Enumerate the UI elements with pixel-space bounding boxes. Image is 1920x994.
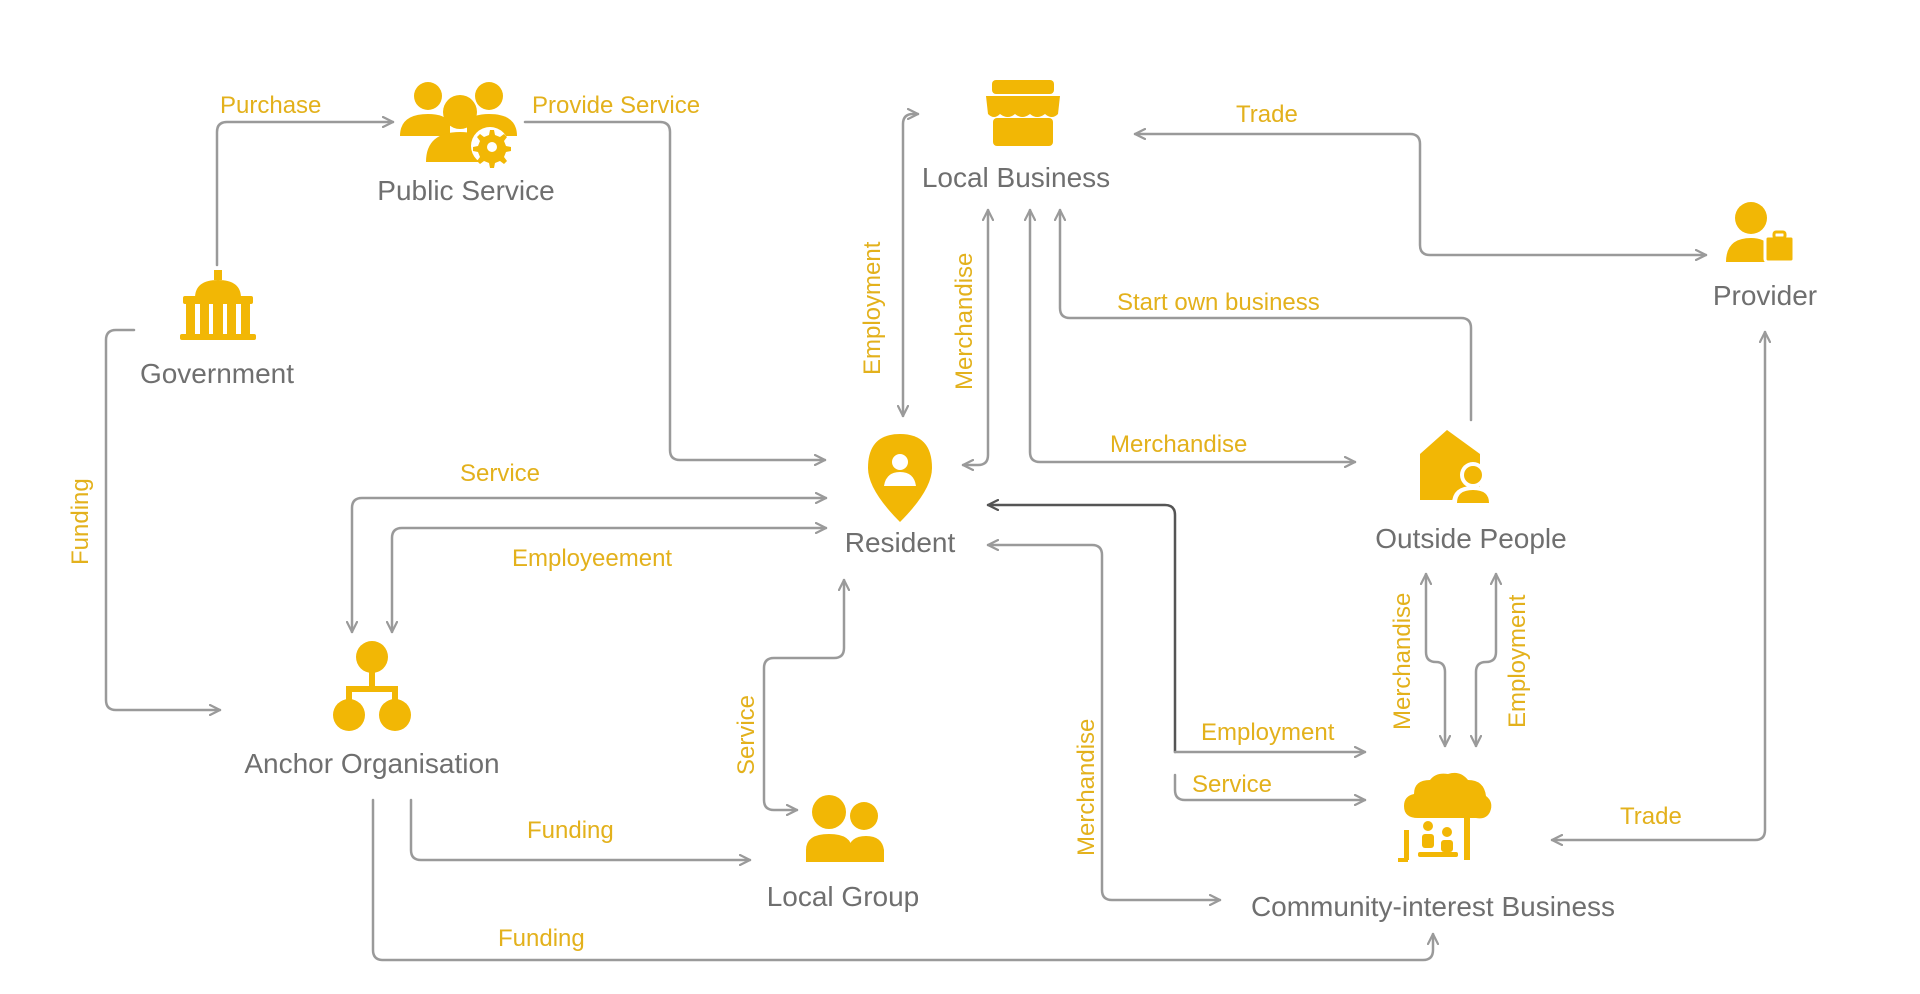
node-label-public-service: Public Service xyxy=(377,175,554,206)
edge-cib-to-resident xyxy=(986,505,1177,754)
edge-funding-cib xyxy=(371,798,1433,962)
node-label-outside-people: Outside People xyxy=(1375,523,1566,554)
node-label-local-group: Local Group xyxy=(767,881,920,912)
edge-label-funding-left: Funding xyxy=(67,478,94,565)
node-label-resident: Resident xyxy=(845,527,956,558)
edge-provide-service xyxy=(523,120,827,460)
node-community-interest-business: Community-interest Business xyxy=(1251,772,1615,922)
org-hierarchy-icon xyxy=(333,641,411,731)
edge-label-employeement-anchor: Employeement xyxy=(512,545,672,572)
edge-label-merchandise-resident-business: Merchandise xyxy=(951,253,978,390)
node-local-group: Local Group xyxy=(767,795,920,912)
edge-funding-left xyxy=(104,328,222,710)
edge-label-service-cib: Service xyxy=(1192,771,1272,798)
edge-label-merchandise-business-outside: Merchandise xyxy=(1110,431,1247,458)
edge-employeement-anchor xyxy=(392,528,828,634)
edge-label-funding-cib: Funding xyxy=(498,925,585,952)
edge-merchandise-resident-cib xyxy=(986,545,1222,900)
edge-label-employment-cib: Employment xyxy=(1201,719,1335,746)
edge-service-local-group xyxy=(762,578,844,810)
house-person-icon xyxy=(1420,430,1494,504)
edge-label-service-anchor: Service xyxy=(460,460,540,487)
edge-label-trade-bottom: Trade xyxy=(1620,803,1682,830)
edge-label-merchandise-outside-cib: Merchandise xyxy=(1389,593,1416,730)
edge-purchase xyxy=(215,122,395,267)
location-pin-person-icon xyxy=(868,434,932,522)
edge-service-cib xyxy=(1173,773,1367,800)
node-resident: Resident xyxy=(845,434,956,558)
edge-merchandise-business-outside xyxy=(1030,208,1357,462)
node-label-provider: Provider xyxy=(1713,280,1817,311)
edge-label-employment-outside-cib: Employment xyxy=(1504,594,1531,728)
edge-merchandise-resident-business xyxy=(961,208,988,465)
edge-label-purchase: Purchase xyxy=(220,92,321,119)
edge-label-trade-top: Trade xyxy=(1236,101,1298,128)
node-label-community-interest-business: Community-interest Business xyxy=(1251,891,1615,922)
edge-funding-local-group xyxy=(409,798,752,860)
group-icon xyxy=(806,795,884,862)
people-gear-icon xyxy=(400,82,517,168)
node-public-service: Public Service xyxy=(377,82,555,206)
edge-label-service-local-group: Service xyxy=(733,695,760,775)
edge-service-anchor xyxy=(352,498,828,634)
edge-label-provide-service: Provide Service xyxy=(532,92,700,119)
edge-label-funding-local-group: Funding xyxy=(527,817,614,844)
edge-label-employment-resident-business: Employment xyxy=(859,241,886,375)
edge-trade-top xyxy=(1133,134,1708,255)
edge-employment-outside-cib xyxy=(1476,572,1496,748)
edge-merchandise-outside-cib xyxy=(1426,572,1445,748)
person-briefcase-icon xyxy=(1726,202,1796,264)
edge-label-start-own-business: Start own business xyxy=(1117,289,1320,316)
edge-employment-resident-business xyxy=(903,114,920,418)
node-anchor-organisation: Anchor Organisation xyxy=(244,641,500,779)
community-tree-icon xyxy=(1398,772,1492,862)
node-local-business: Local Business xyxy=(922,80,1110,193)
node-outside-people: Outside People xyxy=(1375,430,1567,554)
government-building-icon xyxy=(180,270,256,340)
node-provider: Provider xyxy=(1713,202,1817,311)
node-label-government: Government xyxy=(140,358,294,389)
storefront-icon xyxy=(986,80,1060,146)
edge-trade-bottom xyxy=(1550,330,1765,840)
node-label-anchor-organisation: Anchor Organisation xyxy=(244,748,499,779)
node-government: Government xyxy=(140,270,294,389)
edge-label-merchandise-resident-cib: Merchandise xyxy=(1073,719,1100,856)
node-label-local-business: Local Business xyxy=(922,162,1110,193)
